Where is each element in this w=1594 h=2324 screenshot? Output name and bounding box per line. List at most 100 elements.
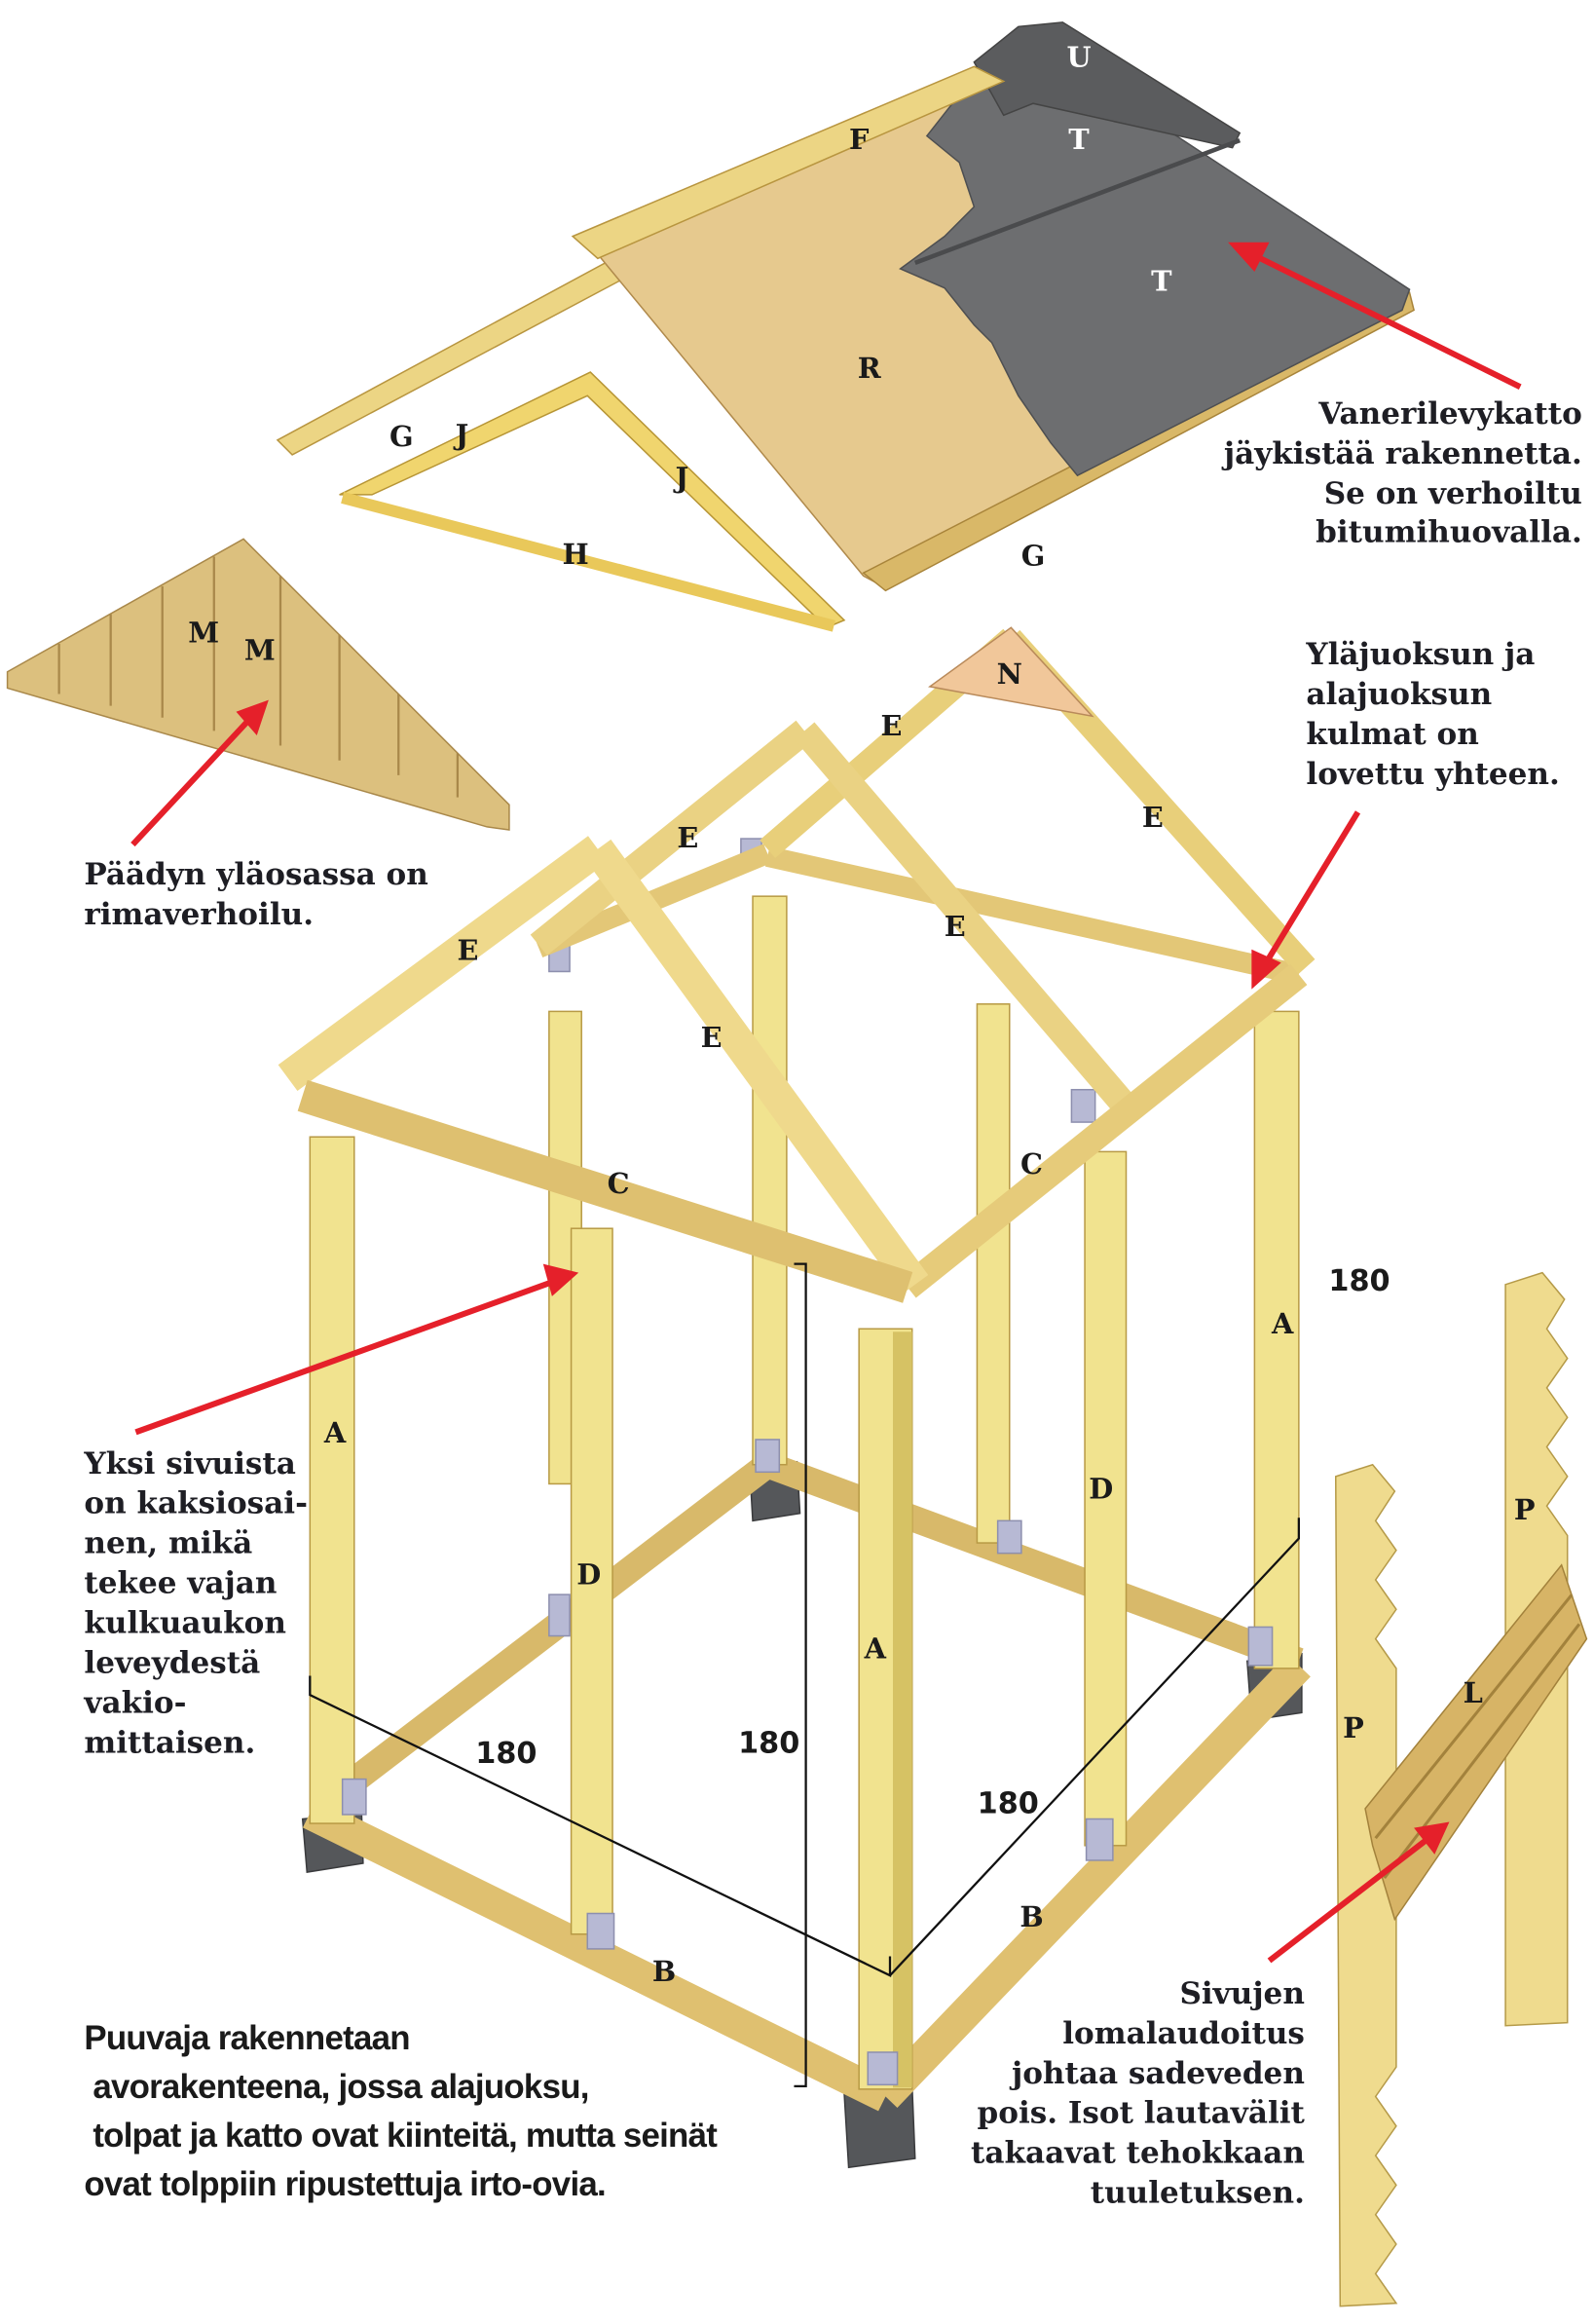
dimension-values: 180 180 180 180 bbox=[475, 1264, 1390, 1821]
label-g: G bbox=[1021, 540, 1046, 573]
label-g: G bbox=[389, 420, 414, 453]
post-back bbox=[752, 895, 788, 1466]
dimension-lines bbox=[309, 1262, 1300, 2087]
label-e: E bbox=[701, 1021, 723, 1054]
gable-batten-cladding bbox=[6, 538, 510, 831]
shed-frame bbox=[278, 626, 1316, 2169]
label-f: F bbox=[849, 123, 870, 156]
roof-rafter-g-left bbox=[276, 261, 621, 456]
arrow-corner bbox=[1260, 810, 1361, 969]
caption-line: lovettu yhteen. bbox=[1306, 757, 1559, 792]
label-a: A bbox=[864, 1631, 887, 1665]
label-r: R bbox=[858, 352, 882, 385]
top-plate-back-right bbox=[764, 845, 1302, 985]
caption-side: Yksi sivuista on kaksiosai- nen, mikä te… bbox=[83, 1446, 308, 1760]
caption-siding: Sivujen lomalaudoitus johtaa sadeveden p… bbox=[971, 1976, 1306, 2211]
bitumen-seam bbox=[913, 137, 1242, 266]
caption-roof: Vanerilevykatto jäykistää rakennetta. Se… bbox=[1221, 396, 1582, 549]
caption-line: mittaisen. bbox=[84, 1725, 255, 1760]
callout-arrows bbox=[130, 242, 1522, 1964]
label-t: T bbox=[1151, 265, 1172, 298]
top-plate-c-front bbox=[297, 1079, 913, 1303]
dim-depth-side-value: 180 bbox=[978, 1786, 1039, 1820]
caption-main: Puuvaja rakennetaan avorakenteena, jossa… bbox=[84, 2019, 719, 2203]
bracket bbox=[341, 1778, 367, 1816]
bracket bbox=[755, 1439, 781, 1474]
caption-line: leveydestä bbox=[84, 1645, 260, 1680]
caption-line: kulmat on bbox=[1306, 717, 1478, 752]
arrowhead-icon bbox=[236, 699, 269, 735]
label-n: N bbox=[997, 657, 1022, 691]
arrow-siding bbox=[1267, 1835, 1431, 1964]
label-e: E bbox=[881, 709, 903, 742]
label-t: T bbox=[1068, 123, 1090, 156]
sill-back-right bbox=[762, 1451, 1304, 1674]
caption-line: takaavat tehokkaan bbox=[971, 2136, 1305, 2171]
part-labels: U T T F R G J J H G M M N E E E E E E C … bbox=[188, 40, 1535, 1988]
metal-brackets bbox=[341, 838, 1274, 2086]
rafter-e-front bbox=[278, 836, 608, 1092]
label-e: E bbox=[677, 821, 698, 854]
label-l: L bbox=[1464, 1676, 1483, 1709]
caption-line: rimaverhoilu. bbox=[84, 897, 314, 932]
roof-assembly bbox=[6, 21, 1415, 831]
caption-line: ovat tolppiin ripustettuja irto-ovia. bbox=[84, 2165, 606, 2203]
caption-corners: Yläjuoksun ja alajuoksun kulmat on lovet… bbox=[1305, 637, 1559, 792]
gusset-n bbox=[928, 626, 1094, 718]
caption-line: nen, mikä bbox=[84, 1526, 252, 1561]
caption-line: tekee vajan bbox=[84, 1566, 277, 1601]
arrowhead-icon bbox=[1228, 242, 1270, 273]
label-p: P bbox=[1514, 1493, 1536, 1526]
rafter-e-front bbox=[584, 839, 929, 1294]
caption-line: Se on verhoiltu bbox=[1324, 476, 1582, 511]
label-p: P bbox=[1343, 1711, 1364, 1744]
label-m: M bbox=[244, 634, 276, 667]
caption-line: kulkuaukon bbox=[84, 1606, 286, 1641]
caption-line: on kaksiosai- bbox=[84, 1486, 308, 1521]
label-c: C bbox=[608, 1167, 630, 1200]
bracket bbox=[1070, 1088, 1096, 1123]
top-plate-c-right bbox=[899, 963, 1308, 1298]
bracket bbox=[1247, 1626, 1274, 1667]
label-d: D bbox=[576, 1558, 601, 1592]
arrow-side bbox=[134, 1278, 555, 1436]
caption-line: Yksi sivuista bbox=[83, 1446, 295, 1481]
board-l-groove bbox=[1374, 1593, 1574, 1840]
label-e: E bbox=[945, 910, 966, 943]
bracket bbox=[867, 2051, 899, 2086]
label-b: B bbox=[1019, 1900, 1043, 1933]
dim-width-front-value: 180 bbox=[475, 1737, 537, 1771]
rafter-e-middle bbox=[794, 722, 1139, 1119]
label-e: E bbox=[1142, 801, 1164, 834]
caption-line: vakio- bbox=[83, 1685, 186, 1720]
bracket bbox=[1085, 1818, 1114, 1861]
label-j: J bbox=[453, 418, 469, 451]
label-m: M bbox=[188, 616, 219, 649]
dim-height-center bbox=[794, 1262, 807, 2087]
bracket bbox=[586, 1912, 615, 1950]
truss-bottom-h bbox=[341, 492, 835, 632]
bracket bbox=[996, 1519, 1022, 1555]
dim-width-front bbox=[309, 1675, 892, 1977]
post-d-left bbox=[570, 1227, 613, 1935]
caption-line: tolpat ja katto ovat kiinteitä, mutta se… bbox=[84, 2117, 718, 2155]
bitumen-roofing bbox=[899, 40, 1411, 477]
caption-line: lomalaudoitus bbox=[1062, 2016, 1305, 2051]
sill-back-left bbox=[309, 1453, 776, 1819]
caption-line: tuuletuksen. bbox=[1091, 2176, 1305, 2211]
arrowhead-icon bbox=[1414, 1821, 1450, 1855]
sill-front-b-right bbox=[873, 1654, 1311, 2109]
label-u: U bbox=[1066, 40, 1091, 73]
arrow-roof bbox=[1250, 251, 1522, 390]
caption-line: pois. Isot lautavälit bbox=[978, 2096, 1306, 2131]
dim-height-right: 180 bbox=[1328, 1264, 1390, 1298]
label-d: D bbox=[1089, 1473, 1113, 1506]
caption-line: Puuvaja rakennetaan bbox=[84, 2019, 409, 2057]
rafter-e-middle bbox=[530, 720, 813, 956]
label-a: A bbox=[1271, 1307, 1294, 1340]
post-a-left bbox=[309, 1136, 355, 1824]
post-a-right bbox=[1253, 1010, 1300, 1669]
arrowhead-icon bbox=[1251, 949, 1281, 990]
board-l-groove bbox=[1383, 1623, 1581, 1880]
